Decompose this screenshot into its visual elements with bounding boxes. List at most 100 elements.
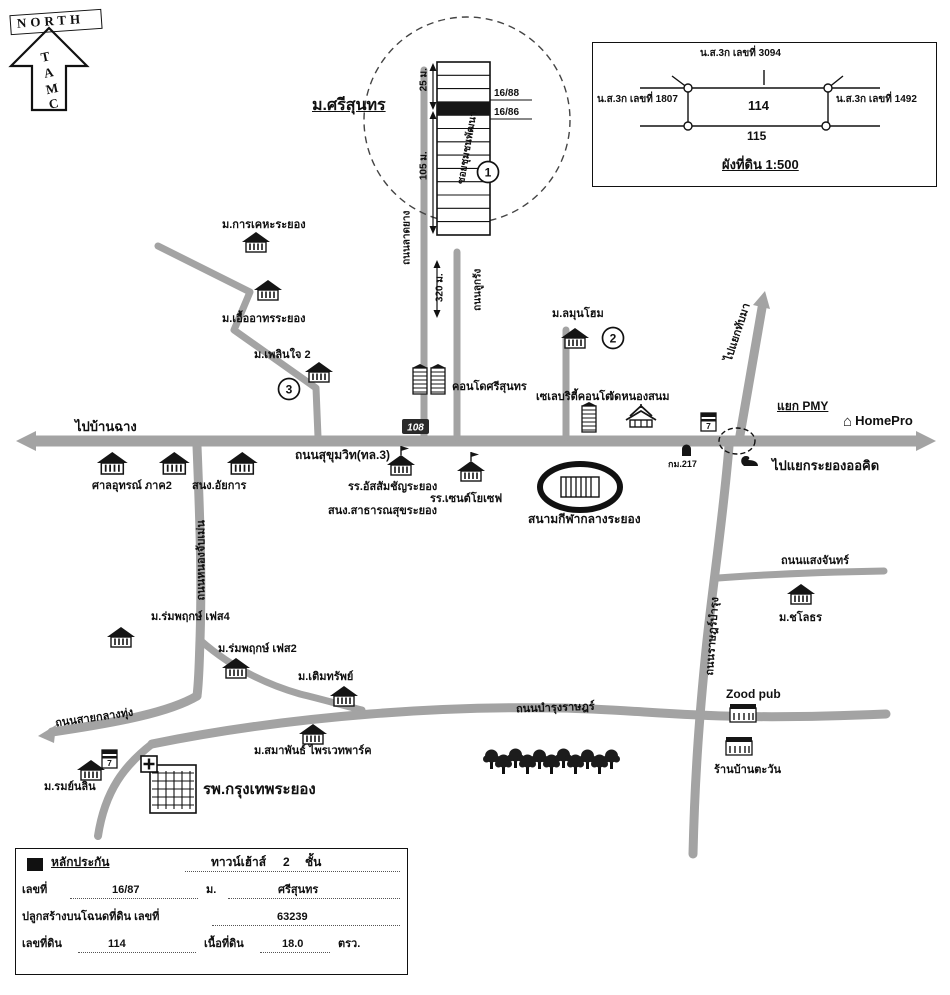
label-pmy-junction: แยก PMY [777,399,829,413]
condo-icon-srisunthon-a [411,363,429,395]
label-romnalin: ม.รมย์นลิน [44,781,96,793]
arrow-west-icon [16,431,36,451]
label-km-217: กม.217 [668,459,697,469]
moo-label: ม. [206,884,217,896]
house-icon-romnalin [76,759,106,781]
label-attorney: สนง.อัยการ [192,480,247,492]
label-to-banchang: ไปบ้านฉาง [75,419,137,434]
deed-label: ปลูกสร้างบนโฉนดที่ดิน เลขที่ [22,911,160,923]
house-icon-romphruek4 [106,626,136,648]
label-baan-tawan: ร้านบ้านตะวัน [714,764,782,776]
road-romnalin-spur [94,740,156,840]
collateral-legend-swatch [27,858,43,871]
label-romphruek4: ม.ร่มพฤกษ์ เฟส4 [151,611,230,623]
label-road-nongchapmen: ถนนหนองจับเม่น [195,520,208,601]
plan-plot-114: 114 [748,98,769,113]
plot-no-label: เลขที่ดิน [22,938,62,950]
plot-strip: 1 [363,16,571,318]
label-road-saengchan: ถนนแสงจันทร์ [781,555,849,567]
label-chalothon: ม.ชโลธร [779,612,823,624]
deed-left: น.ส.3ก เลขที่ 1807 [597,94,678,105]
school-icon-stjoseph [457,452,485,481]
tree-row [483,748,620,774]
dim-25m: 25 ม. [418,68,430,92]
road-ratbamrung [688,441,734,859]
dimension-arrowheads [429,63,441,318]
shop-icon-zood-pub [729,703,757,723]
dotted-rule [78,952,196,953]
label-toemsap: ม.เติมทรัพย์ [298,671,354,683]
label-stadium: สนามกีฬากลางระยอง [528,512,641,526]
house-icon-samaphan [298,723,328,745]
dotted-rule [212,925,400,926]
label-stjoseph-school: รร.เซนต์โยเซฟ [430,493,503,505]
label-road-gravel: ถนนลูกรัง [472,268,484,311]
marker-circle-2 [601,326,625,350]
label-romphruek2: ม.ร่มพฤกษ์ เฟส2 [218,643,297,655]
dotted-rule [260,952,330,953]
bus-route-sign: 108 [402,419,429,434]
deed-value: 63239 [277,911,308,923]
label-samaphan: ม.สมาพันธ์ ไพรเวทพาร์ค [254,745,372,757]
label-unit-16-86: 16/86 [494,107,520,118]
building-icon-court [96,451,129,475]
road-saiklangthung [47,691,202,737]
collateral-label: หลักประกัน [51,855,110,869]
km-milestone-icon [682,444,691,456]
house-icon-kankheha [241,231,271,253]
medical-cross-icon [143,758,155,770]
label-bangkok-hospital: รพ.กรุงเทพระยอง [203,781,316,798]
label-unit-16-88: 16/88 [494,88,520,99]
subject-unit-cell [437,101,490,116]
collateral-type: ทาวน์เฮ้าส์ [211,855,267,869]
collateral-info-box [15,848,408,975]
label-wat-nongsanom: วัดหนองสนม [608,391,670,403]
building-icon-health-office [226,451,259,475]
label-road-paved: ถนนลาดยาง [401,210,413,265]
arrow-east-icon [916,431,936,451]
hospital-icon [140,755,197,814]
plan-title: ผังที่ดิน 1:500 [722,157,799,172]
arrow-saiklangthung-icon [38,725,56,743]
label-kankheha: ม.การเคหะระยอง [222,219,306,231]
swan-statue-icon [741,456,758,466]
area-label: เนื้อที่ดิน [204,938,244,950]
marker-circle-3 [277,377,301,401]
label-ueaathon: ม.เอื้ออาทรระยอง [222,313,306,325]
plan-plot-115: 115 [747,129,767,143]
homepro-text: HomePro [855,413,913,429]
label-to-rayong-orchid: ไปแยกระยองออคิด [772,458,880,473]
plot-no-value: 114 [108,938,126,950]
land-plan-box [592,42,937,187]
label-condo-srisunthon: คอนโดศรีสุนทร [452,381,527,393]
area-value: 18.0 [282,938,304,950]
land-plan-geometry [640,70,880,131]
condo-icon-srisunthon-b [429,363,447,395]
homepro-roof-icon: ⌂ [843,413,853,430]
dimension-lines [432,67,438,314]
collateral-storeys-unit: ชั้น [305,855,322,869]
label-estate-srisunthon: ม.ศรีสุนทร [312,97,386,114]
marker-1-number: 1 [485,166,492,180]
label-sukhumvit: ถนนสุขุมวิท(ทล.3) [295,448,391,462]
dim-320m: 320 ม. [434,273,446,303]
dim-105m: 105 ม. [418,151,430,181]
marker-2-number: 2 [610,332,617,346]
label-zood-pub: Zood pub [726,687,781,701]
deed-top: น.ส.3ก เลขที่ 3094 [700,48,781,59]
building-icon-attorney [158,451,191,475]
area-unit: ตรว. [338,938,361,950]
school-icon-assumption [387,446,415,475]
condo-icon-celebrity [580,401,598,433]
north-arrow-icon [8,26,90,112]
stadium-icon [537,461,623,513]
house-icon-ueaathon [253,279,283,301]
label-court: ศาลอุทรณ์ ภาค2 [92,480,172,492]
label-assumption-school: รร.อัสสัมชัญระยอง [348,481,438,493]
label-samunhome: ม.ลมุนโฮม [552,308,604,320]
label-health-office: สนง.สาธารณสุขระยอง [328,505,438,517]
shop-icon-baan-tawan [725,736,753,756]
collateral-storeys: 2 [283,855,290,869]
